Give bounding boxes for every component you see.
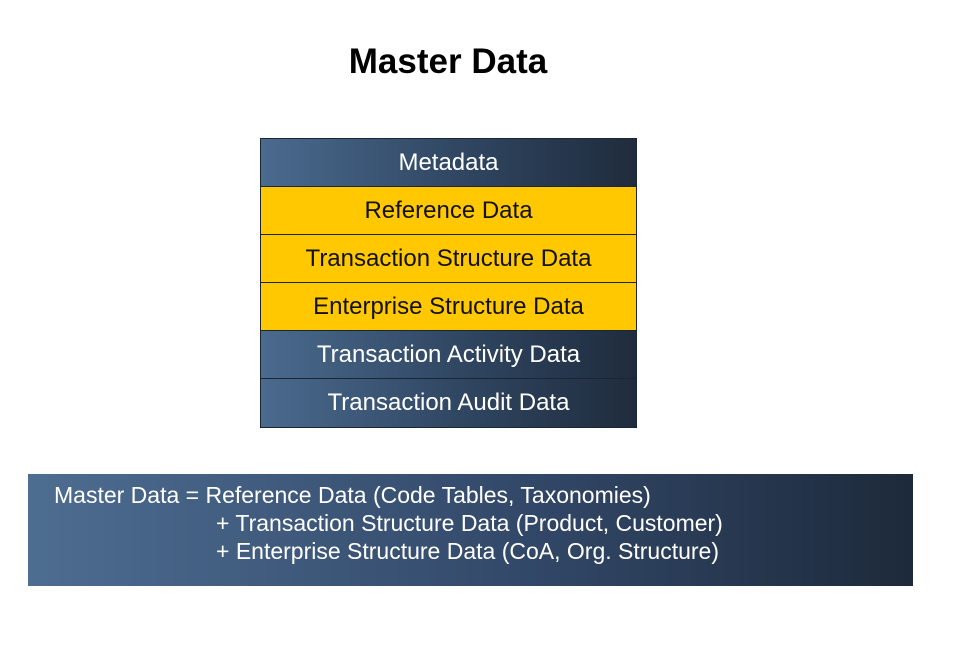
- layer-metadata: Metadata: [261, 139, 636, 187]
- formula-box: Master Data = Reference Data (Code Table…: [28, 474, 913, 586]
- layer-reference-data: Reference Data: [261, 187, 636, 235]
- diagram-title: Master Data: [348, 42, 548, 81]
- layer-transaction-activity-data: Transaction Activity Data: [261, 331, 636, 379]
- data-layer-stack: Metadata Reference Data Transaction Stru…: [260, 138, 637, 428]
- layer-transaction-structure-data: Transaction Structure Data: [261, 235, 636, 283]
- formula-line-3: + Enterprise Structure Data (CoA, Org. S…: [216, 538, 719, 564]
- layer-transaction-audit-data: Transaction Audit Data: [261, 379, 636, 427]
- formula-line-2: + Transaction Structure Data (Product, C…: [216, 510, 723, 536]
- formula-line-1: Master Data = Reference Data (Code Table…: [54, 482, 651, 508]
- layer-enterprise-structure-data: Enterprise Structure Data: [261, 283, 636, 331]
